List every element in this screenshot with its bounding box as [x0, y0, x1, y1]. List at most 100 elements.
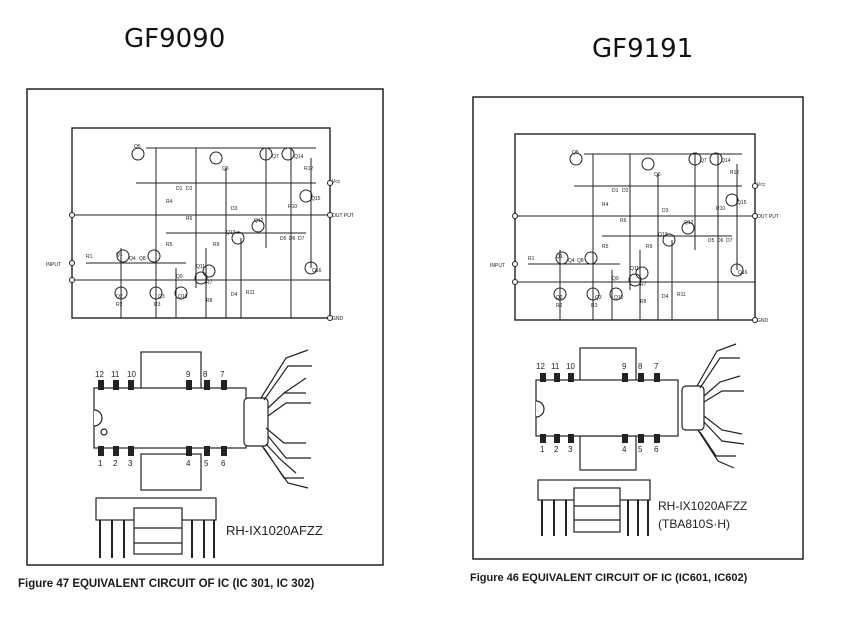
svg-text:Vcc: Vcc [757, 182, 766, 188]
svg-text:GND: GND [332, 316, 344, 322]
svg-text:Q8: Q8 [139, 256, 146, 262]
left-ic-package [93, 351, 247, 491]
left-circuit-terminals [69, 180, 333, 321]
svg-text:Q4: Q4 [129, 256, 136, 262]
svg-text:9: 9 [622, 362, 627, 371]
svg-text:R3: R3 [591, 303, 598, 309]
svg-text:Q14: Q14 [294, 154, 304, 160]
svg-text:Vcc: Vcc [332, 179, 341, 185]
svg-text:R3: R3 [154, 302, 161, 308]
svg-text:D7: D7 [298, 236, 305, 242]
left-circuit-wiring [72, 147, 330, 318]
svg-text:R11: R11 [246, 290, 255, 296]
svg-text:5: 5 [204, 459, 209, 468]
svg-text:9: 9 [186, 370, 191, 379]
svg-text:Q7: Q7 [700, 158, 707, 164]
svg-text:R9: R9 [213, 242, 220, 248]
svg-text:4: 4 [186, 459, 191, 468]
svg-text:R12: R12 [730, 170, 739, 176]
left-circuit-labels: Q5 Q6 Q7 Q14 Vcc Q15 OUT PUT R1 Q1 Q4 Q8… [46, 144, 354, 322]
svg-text:D5: D5 [280, 236, 287, 242]
right-part-number-alt: (TBA810S·H) [658, 517, 730, 531]
svg-text:Q3: Q3 [158, 294, 165, 300]
svg-text:10: 10 [566, 362, 575, 371]
left-pin-numbers-top: 12 11 10 9 8 7 [95, 370, 225, 379]
left-ic-front-view [95, 497, 217, 558]
left-part-number: RH-IX1020AFZZ [226, 523, 323, 538]
svg-text:10: 10 [127, 370, 136, 379]
svg-text:Q7: Q7 [272, 154, 279, 160]
right-ic-side-view [681, 343, 745, 469]
svg-text:Q6: Q6 [222, 166, 229, 172]
svg-text:Q2: Q2 [116, 294, 123, 300]
svg-text:Q16: Q16 [312, 268, 322, 274]
svg-text:D7: D7 [726, 238, 733, 244]
svg-text:R1: R1 [528, 256, 535, 262]
svg-text:Q15: Q15 [737, 200, 747, 206]
left-pin-numbers-bottom: 1 2 3 4 5 6 [98, 459, 226, 468]
svg-text:7: 7 [220, 370, 225, 379]
svg-text:Q13: Q13 [226, 230, 236, 236]
svg-text:Q3: Q3 [595, 295, 602, 301]
svg-text:R10: R10 [716, 206, 725, 212]
svg-text:R6: R6 [620, 218, 627, 224]
svg-text:Q10: Q10 [178, 294, 188, 300]
svg-text:R12: R12 [304, 166, 313, 172]
svg-text:Q10: Q10 [614, 295, 624, 301]
svg-text:R4: R4 [602, 202, 609, 208]
svg-text:GND: GND [757, 318, 769, 324]
right-pin-numbers-bottom: 1 2 3 4 5 6 [540, 445, 659, 454]
svg-text:Q9: Q9 [612, 276, 619, 282]
svg-text:R5: R5 [602, 244, 609, 250]
svg-text:R5: R5 [166, 242, 173, 248]
svg-text:2: 2 [113, 459, 118, 468]
right-circuit-wiring [515, 152, 755, 320]
svg-text:7: 7 [654, 362, 659, 371]
svg-text:D3: D3 [231, 206, 238, 212]
svg-text:R10: R10 [288, 204, 297, 210]
svg-text:2: 2 [554, 445, 559, 454]
svg-text:12: 12 [536, 362, 545, 371]
svg-text:D4: D4 [231, 292, 238, 298]
svg-text:Q16: Q16 [738, 270, 748, 276]
svg-text:Q12: Q12 [684, 220, 694, 226]
svg-text:Q15: Q15 [311, 196, 321, 202]
svg-text:3: 3 [568, 445, 573, 454]
svg-text:8: 8 [638, 362, 643, 371]
heading-gf9191: GF9191 [592, 34, 694, 64]
svg-text:8: 8 [203, 370, 208, 379]
svg-text:1: 1 [540, 445, 545, 454]
right-schematic-panel: Q5 Q6 Q7 Q14 Vcc Q15 OUT PUT R1 Q1 Q4 Q8… [472, 96, 804, 560]
svg-text:R6: R6 [186, 216, 193, 222]
svg-text:Q5: Q5 [572, 150, 579, 156]
svg-text:INPUT: INPUT [46, 262, 61, 268]
svg-text:Q13: Q13 [658, 232, 668, 238]
svg-text:D3: D3 [662, 208, 669, 214]
svg-text:Q4: Q4 [568, 258, 575, 264]
svg-text:12: 12 [95, 370, 104, 379]
svg-text:D6: D6 [717, 238, 724, 244]
svg-text:INPUT: INPUT [490, 263, 505, 269]
svg-text:11: 11 [111, 370, 120, 379]
svg-text:OUT PUT: OUT PUT [757, 214, 779, 220]
svg-text:Q1: Q1 [556, 254, 563, 260]
svg-text:D1: D1 [176, 186, 183, 192]
right-part-number: RH-IX1020AFZZ [658, 499, 747, 513]
svg-text:Q8: Q8 [577, 258, 584, 264]
svg-text:D5: D5 [708, 238, 715, 244]
svg-text:4: 4 [622, 445, 627, 454]
svg-text:Q11: Q11 [630, 266, 639, 272]
svg-text:1: 1 [98, 459, 103, 468]
left-figure-caption: Figure 47 EQUIVALENT CIRCUIT OF IC (IC 3… [18, 578, 315, 590]
svg-text:Q12: Q12 [254, 218, 264, 224]
heading-gf9090: GF9090 [124, 24, 226, 54]
svg-text:D1: D1 [612, 188, 619, 194]
left-ic-side-view [243, 349, 312, 489]
svg-text:R7: R7 [640, 282, 647, 288]
svg-text:3: 3 [128, 459, 133, 468]
svg-text:R7: R7 [206, 280, 213, 286]
svg-text:D2: D2 [622, 188, 629, 194]
svg-text:R2: R2 [116, 302, 123, 308]
svg-text:OUT PUT: OUT PUT [332, 213, 354, 219]
svg-text:Q14: Q14 [721, 158, 731, 164]
